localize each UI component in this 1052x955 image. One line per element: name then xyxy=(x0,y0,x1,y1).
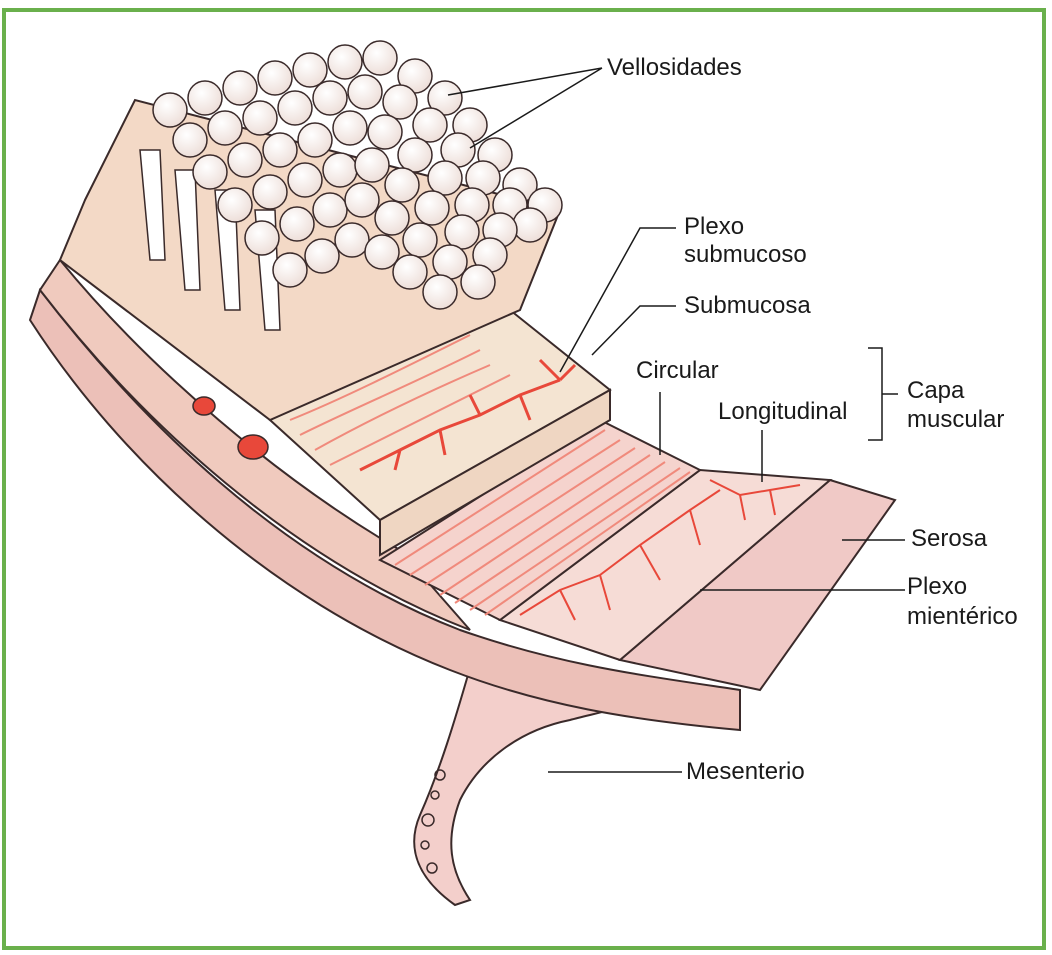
label-mesenterio: Mesenterio xyxy=(686,757,805,787)
leader-plexo-submucoso xyxy=(560,228,676,372)
label-capa-muscular-line1: Capa xyxy=(907,376,964,406)
label-circular: Circular xyxy=(636,356,719,386)
label-serosa: Serosa xyxy=(911,524,987,554)
label-capa-muscular-line2: muscular xyxy=(907,405,1004,435)
label-plexo-mienterico-line2: mientérico xyxy=(907,602,1018,632)
label-plexo-submucoso-line2: submucoso xyxy=(684,240,807,270)
leader-submucosa xyxy=(592,306,676,355)
label-vellosidades: Vellosidades xyxy=(607,53,742,83)
capa-muscular-bracket xyxy=(868,348,898,440)
label-longitudinal: Longitudinal xyxy=(718,397,847,427)
label-submucosa: Submucosa xyxy=(684,291,811,321)
label-plexo-submucoso-line1: Plexo xyxy=(684,212,744,242)
label-plexo-mienterico-line1: Plexo xyxy=(907,572,967,602)
